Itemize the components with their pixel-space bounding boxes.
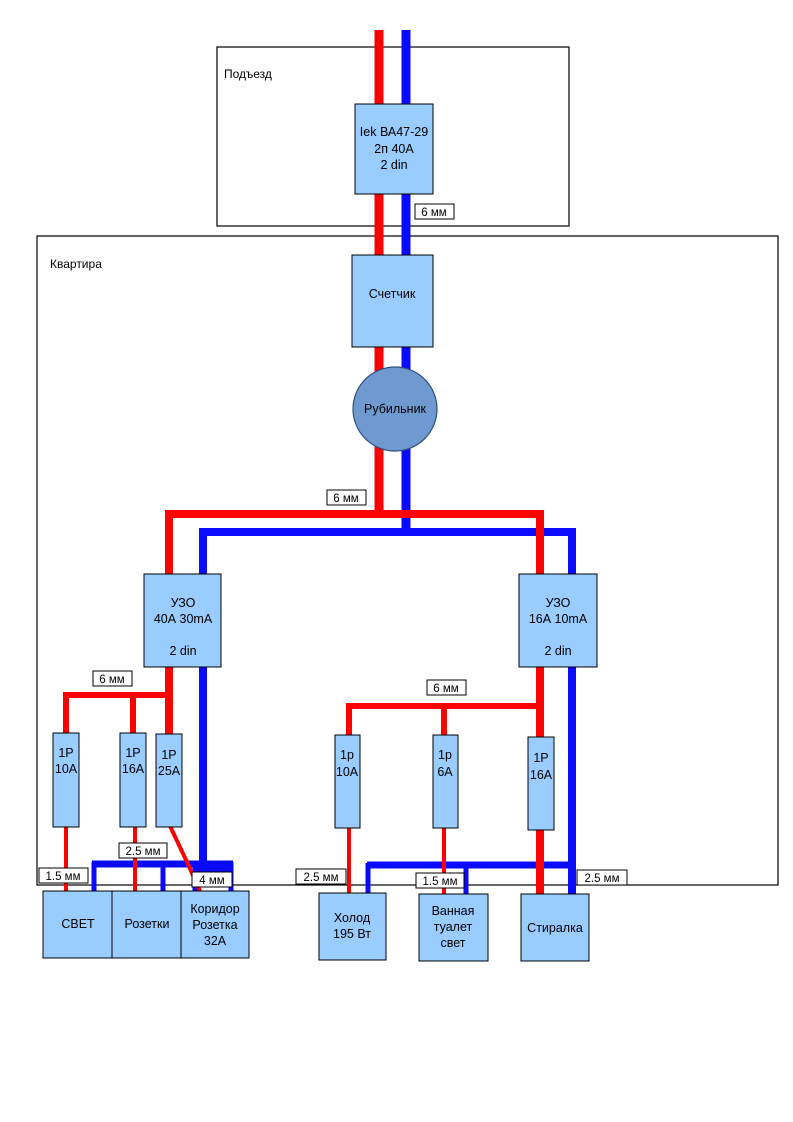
breaker-b5-line-1: 1p (438, 748, 452, 762)
svg-text:6 мм: 6 мм (421, 207, 446, 219)
load-fridge-line-2: 195 Вт (333, 927, 371, 941)
breaker-b2-line-2: 16A (122, 762, 145, 776)
main-switch-label: Рубильник (364, 402, 427, 416)
tag-main: 6 мм (414, 203, 455, 220)
tag-rcd-feed: 6 мм (326, 489, 367, 506)
main-breaker: Iek ВА47-29 2п 40А 2 din (354, 103, 434, 195)
breaker-b4-line-2: 10A (336, 765, 359, 779)
main-breaker-line-1: Iek ВА47-29 (360, 125, 428, 139)
breaker-b3-line-2: 25A (158, 764, 181, 778)
meter: Счетчик (351, 254, 434, 348)
breaker-b3-line-1: 1P (161, 748, 176, 762)
load-sockets-label: Розетки (125, 917, 170, 931)
tag-washer: 2.5 мм (576, 869, 628, 886)
load-washer-label: Стиралка (527, 921, 583, 935)
breaker-b1: 1P 10A (52, 732, 80, 828)
rcd-left-line-1: УЗО (171, 596, 196, 610)
svg-text:4 мм: 4 мм (199, 875, 224, 887)
svg-text:2.5 мм: 2.5 мм (585, 873, 620, 885)
entrance-label: Подъезд (224, 67, 272, 81)
breaker-b5: 1p 6A (432, 734, 459, 829)
tag-bath: 1.5 мм (415, 872, 465, 889)
tag-fridge: 2.5 мм (295, 868, 347, 885)
load-corridor-line-2: Розетка (192, 918, 237, 932)
svg-text:2.5 мм: 2.5 мм (304, 872, 339, 884)
breaker-b3: 1P 25A (155, 733, 183, 828)
breaker-b1-line-1: 1P (58, 746, 73, 760)
rcd-left-line-4: 2 din (169, 644, 196, 658)
breaker-b6: 1P 16A (527, 736, 555, 831)
breaker-b4: 1p 10A (334, 734, 361, 829)
breaker-b1-line-2: 10A (55, 762, 78, 776)
load-bath-line-3: свет (440, 936, 465, 950)
load-bath: Ванная туалет свет (418, 893, 489, 962)
main-switch: Рубильник (352, 366, 438, 452)
rcd-right-line-1: УЗО (546, 596, 571, 610)
breaker-b6-line-2: 16A (530, 768, 553, 782)
load-corridor-line-3: 32А (204, 934, 227, 948)
svg-text:2.5 мм: 2.5 мм (126, 846, 161, 858)
load-fridge: Холод 195 Вт (318, 892, 387, 961)
load-light-label: СВЕТ (61, 917, 95, 931)
load-light: СВЕТ (42, 890, 114, 959)
apartment-label: Квартира (50, 257, 102, 271)
main-breaker-line-2: 2п 40А (374, 142, 414, 156)
tag-right-bus: 6 мм (426, 679, 467, 696)
tag-sockets: 2.5 мм (118, 842, 168, 859)
load-corridor-line-1: Коридор (190, 902, 239, 916)
load-washer: Стиралка (520, 893, 590, 962)
svg-text:1.5 мм: 1.5 мм (46, 871, 81, 883)
breaker-b6-line-1: 1P (533, 751, 548, 765)
tag-corridor: 4 мм (191, 871, 233, 888)
rcd-left: УЗО 40А 30mA 2 din (143, 573, 222, 668)
svg-text:6 мм: 6 мм (433, 683, 458, 695)
rcd-right-line-4: 2 din (544, 644, 571, 658)
svg-text:1.5 мм: 1.5 мм (423, 876, 458, 888)
rcd-right-line-2: 16А 10mA (529, 612, 588, 626)
svg-text:6 мм: 6 мм (99, 674, 124, 686)
load-corridor: Коридор Розетка 32А (180, 890, 250, 959)
tag-light: 1.5 мм (38, 867, 89, 884)
load-bath-line-2: туалет (434, 920, 473, 934)
breaker-b2-line-1: 1P (125, 746, 140, 760)
main-breaker-line-3: 2 din (380, 158, 407, 172)
breaker-b5-line-2: 6A (437, 765, 453, 779)
breaker-b4-line-1: 1p (340, 748, 354, 762)
entrance-frame (216, 46, 570, 227)
rcd-left-line-2: 40А 30mA (154, 612, 213, 626)
breaker-b2: 1P 16A (119, 732, 147, 828)
load-bath-line-1: Ванная (432, 904, 475, 918)
svg-text:6 мм: 6 мм (333, 493, 358, 505)
load-sockets: Розетки (111, 890, 183, 959)
tag-left-bus: 6 мм (92, 670, 133, 687)
rcd-right: УЗО 16А 10mA 2 din (518, 573, 598, 668)
load-fridge-line-1: Холод (334, 911, 371, 925)
meter-label: Счетчик (369, 287, 416, 301)
